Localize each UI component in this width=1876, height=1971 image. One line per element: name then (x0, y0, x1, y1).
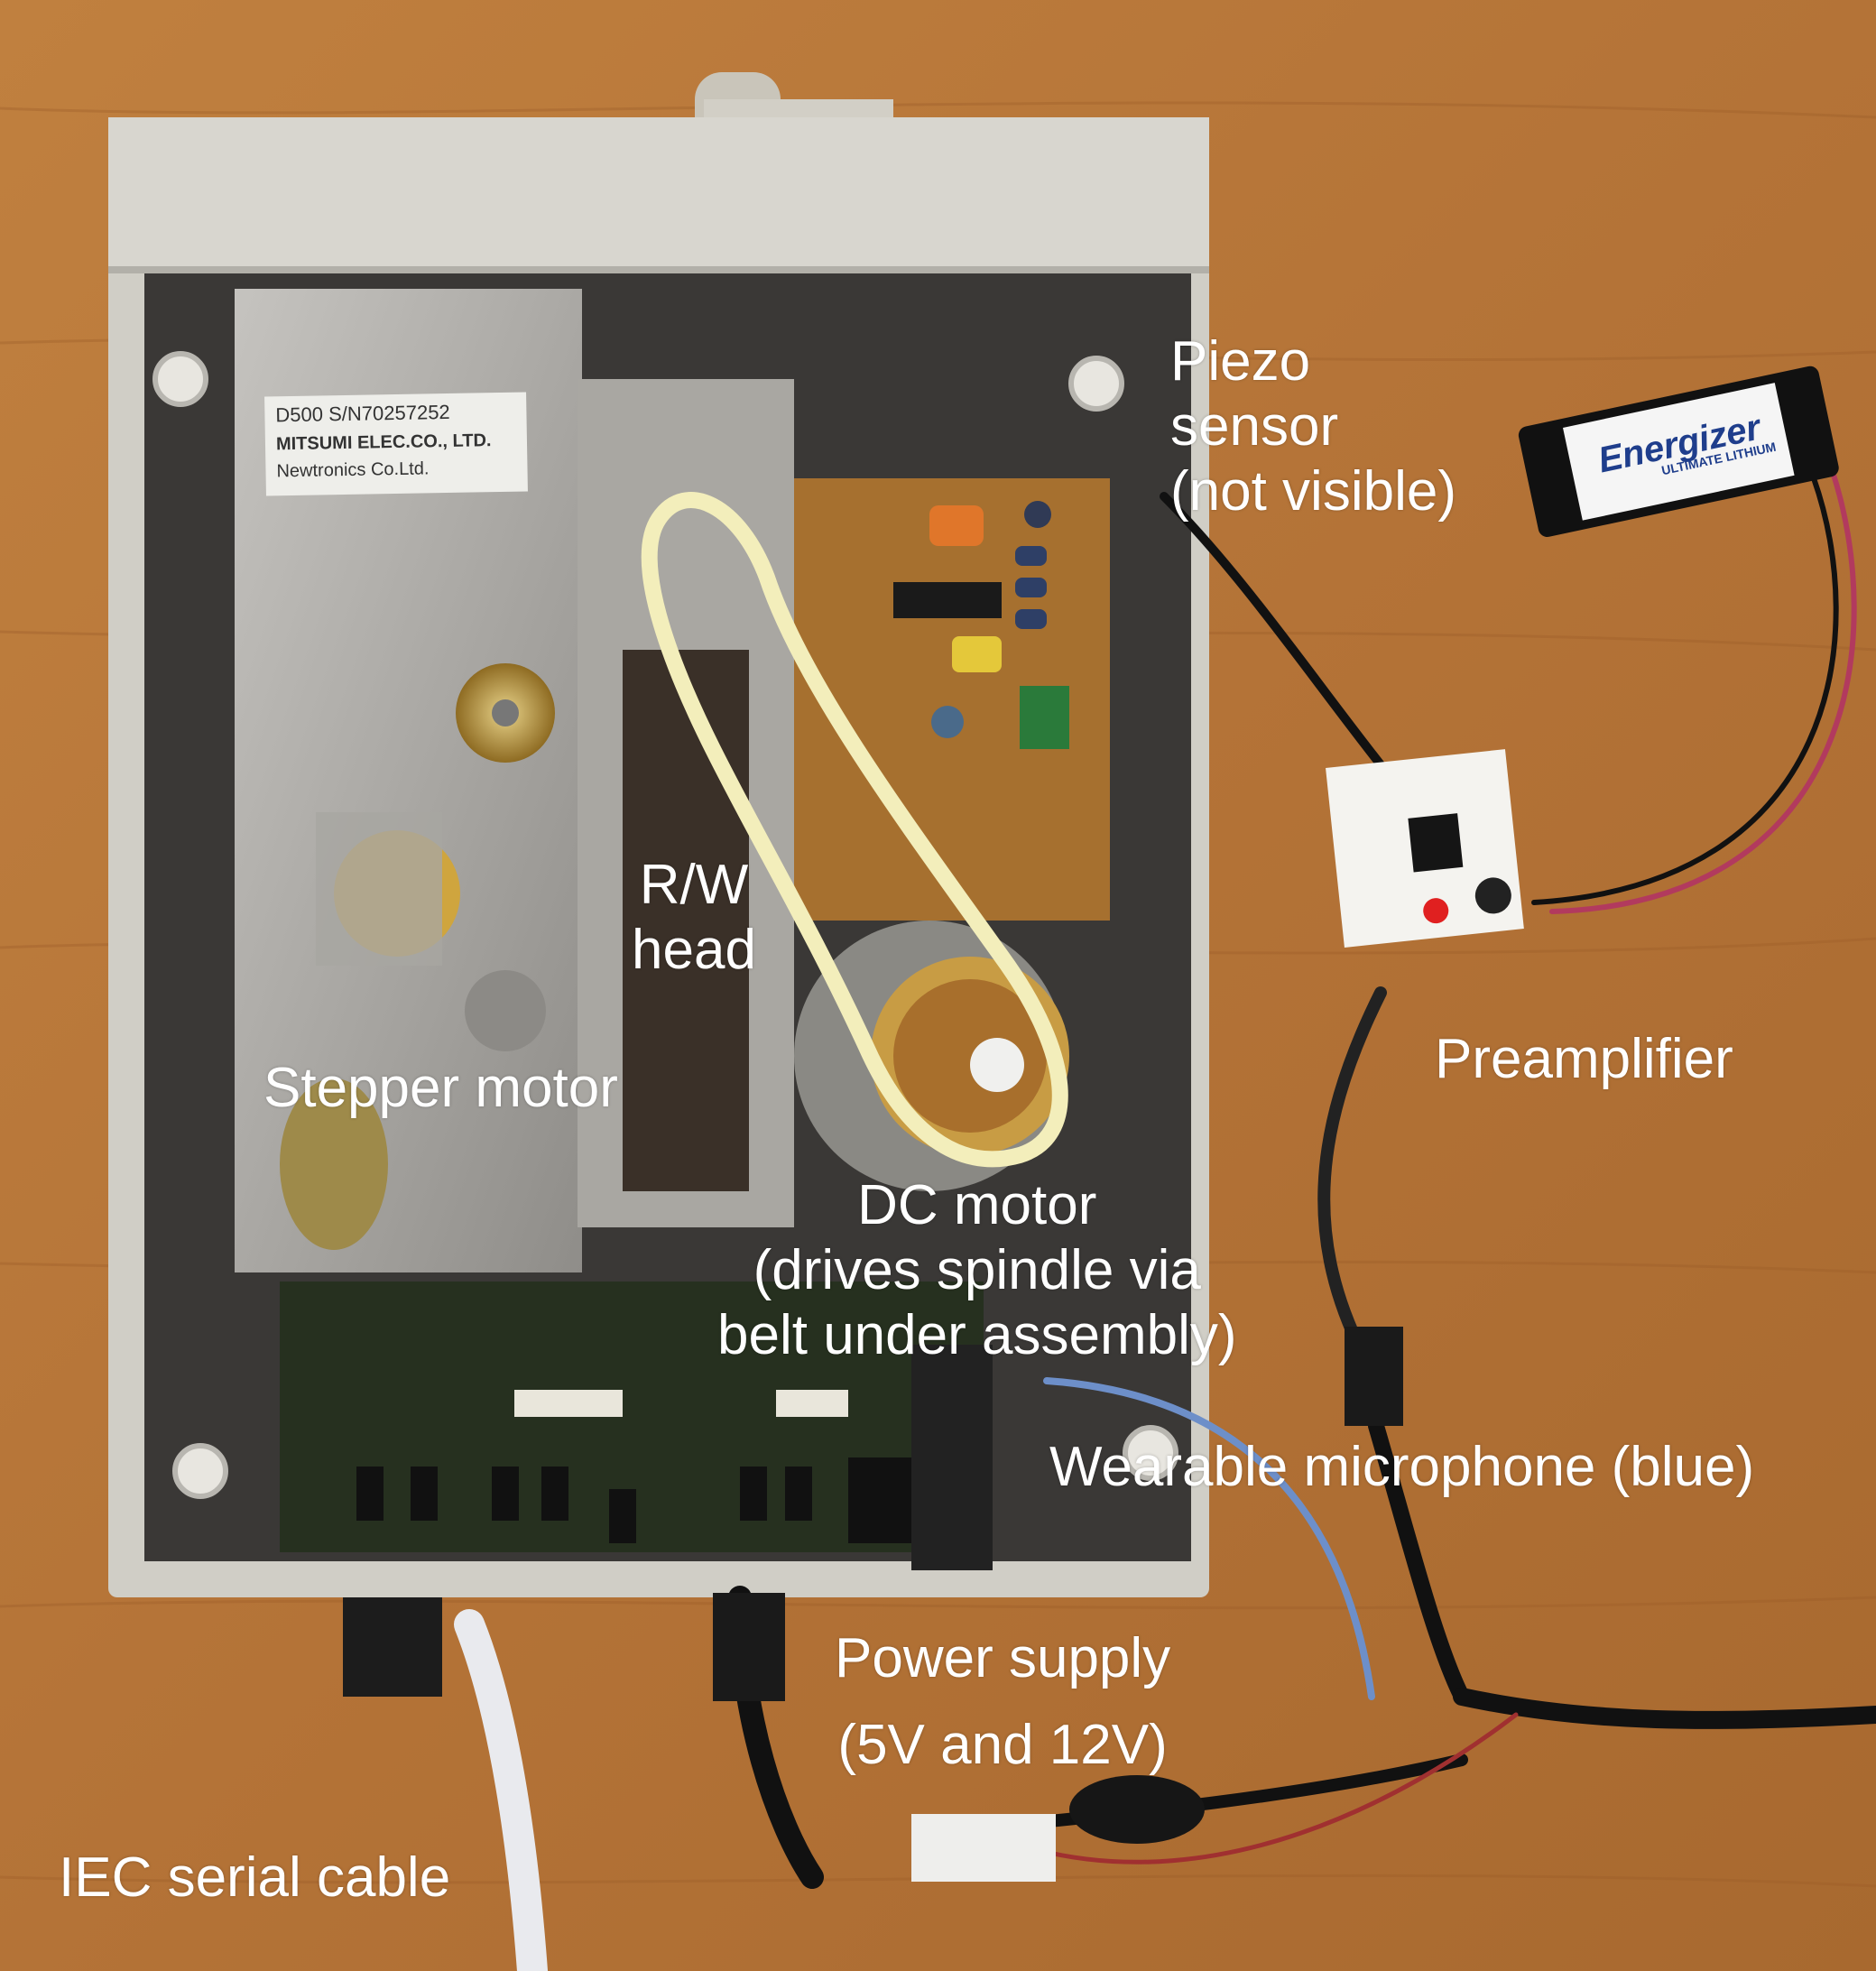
drive-sticker: D500 S/N70257252 MITSUMI ELEC.CO., LTD. … (264, 392, 528, 496)
label-power-line1: Power supply (835, 1627, 1171, 1689)
label-preamplifier: Preamplifier (1435, 1028, 1733, 1090)
dc-motor (794, 921, 1069, 1191)
label-dc-line3: belt under assembly) (717, 1304, 1237, 1366)
preamp-board (1326, 749, 1524, 948)
case-screws (152, 351, 1178, 1499)
drive-maker-text: MITSUMI ELEC.CO., LTD. (275, 430, 492, 455)
label-rw-line1: R/W (639, 854, 749, 916)
drive-vendor-text: Newtronics Co.Ltd. (276, 458, 430, 482)
label-piezo-line2: sensor (1170, 395, 1339, 458)
label-rw-line2: head (632, 919, 756, 981)
label-power-supply: Power supply (5V and 12V) (835, 1615, 1170, 1789)
label-wearable-microphone: Wearable microphone (blue) (1049, 1436, 1755, 1498)
label-power-line2: (5V and 12V) (837, 1714, 1168, 1776)
label-dc-line1: DC motor (857, 1174, 1097, 1236)
label-piezo-sensor: Piezo sensor (not visible) (1170, 329, 1456, 524)
label-piezo-line1: Piezo (1170, 330, 1311, 393)
mic-jack (1345, 1327, 1403, 1426)
label-stepper-motor: Stepper motor (263, 1057, 618, 1119)
terminal-block (911, 1814, 1056, 1882)
ferrite-core (1069, 1775, 1205, 1844)
label-rw-head: R/W head (632, 853, 756, 983)
battery (1518, 366, 1839, 537)
label-piezo-line3: (not visible) (1170, 460, 1456, 523)
drive-model-text: D500 S/N70257252 (275, 400, 450, 427)
main-board (280, 1282, 993, 1570)
iec-plug (343, 1597, 442, 1697)
pcb (794, 478, 1110, 921)
label-iec-serial-cable: IEC serial cable (59, 1846, 451, 1909)
label-dc-motor: DC motor (drives spindle via belt under … (717, 1173, 1237, 1368)
label-dc-line2: (drives spindle via (753, 1239, 1201, 1301)
power-plug (713, 1593, 785, 1701)
highlight-ring (641, 492, 1068, 1168)
